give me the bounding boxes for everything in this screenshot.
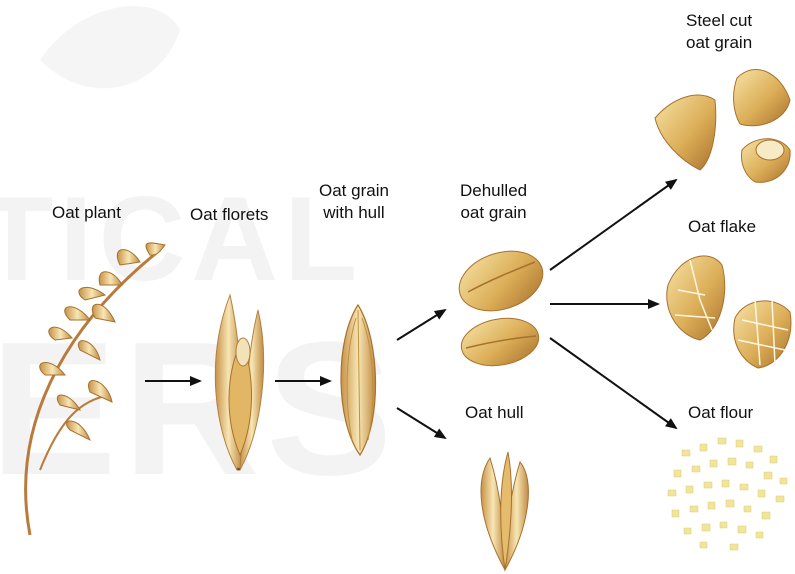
label-steel-cut-oat-grain: Steel cut oat grain: [686, 10, 752, 54]
label-oat-flake: Oat flake: [688, 216, 756, 238]
oat-hull-illustration: [481, 452, 528, 570]
label-dehulled-oat-grain-line-1: Dehulled: [460, 180, 527, 202]
label-steel-cut-line-1: Steel cut: [686, 10, 752, 32]
label-dehulled-oat-grain: Dehulled oat grain: [460, 180, 527, 224]
oat-grain-with-hull-illustration: [341, 305, 376, 455]
arrow-dehulled-to-flour: [550, 338, 676, 428]
label-oat-plant: Oat plant: [52, 202, 121, 224]
label-oat-florets: Oat florets: [190, 204, 268, 226]
oat-flake-illustration: [667, 256, 791, 368]
arrow-dehulled-to-steel-cut: [550, 180, 676, 270]
oat-florets-illustration: [215, 295, 263, 470]
oat-flour-illustration: [668, 438, 787, 550]
label-oat-grain-with-hull: Oat grain with hull: [319, 180, 389, 224]
arrow-grain-to-dehulled: [397, 310, 445, 340]
watermark-leaf-shape: [40, 6, 180, 88]
label-oat-flour: Oat flour: [688, 402, 753, 424]
label-dehulled-oat-grain-line-2: oat grain: [460, 202, 527, 224]
dehulled-oat-grain-illustration: [451, 241, 550, 371]
arrow-grain-to-hull: [397, 408, 445, 438]
label-steel-cut-line-2: oat grain: [686, 32, 752, 54]
label-oat-grain-with-hull-line-2: with hull: [319, 202, 389, 224]
label-oat-grain-with-hull-line-1: Oat grain: [319, 180, 389, 202]
steel-cut-oat-grain-illustration: [655, 69, 790, 182]
label-oat-hull: Oat hull: [465, 402, 524, 424]
oat-plant-illustration: [26, 243, 165, 535]
